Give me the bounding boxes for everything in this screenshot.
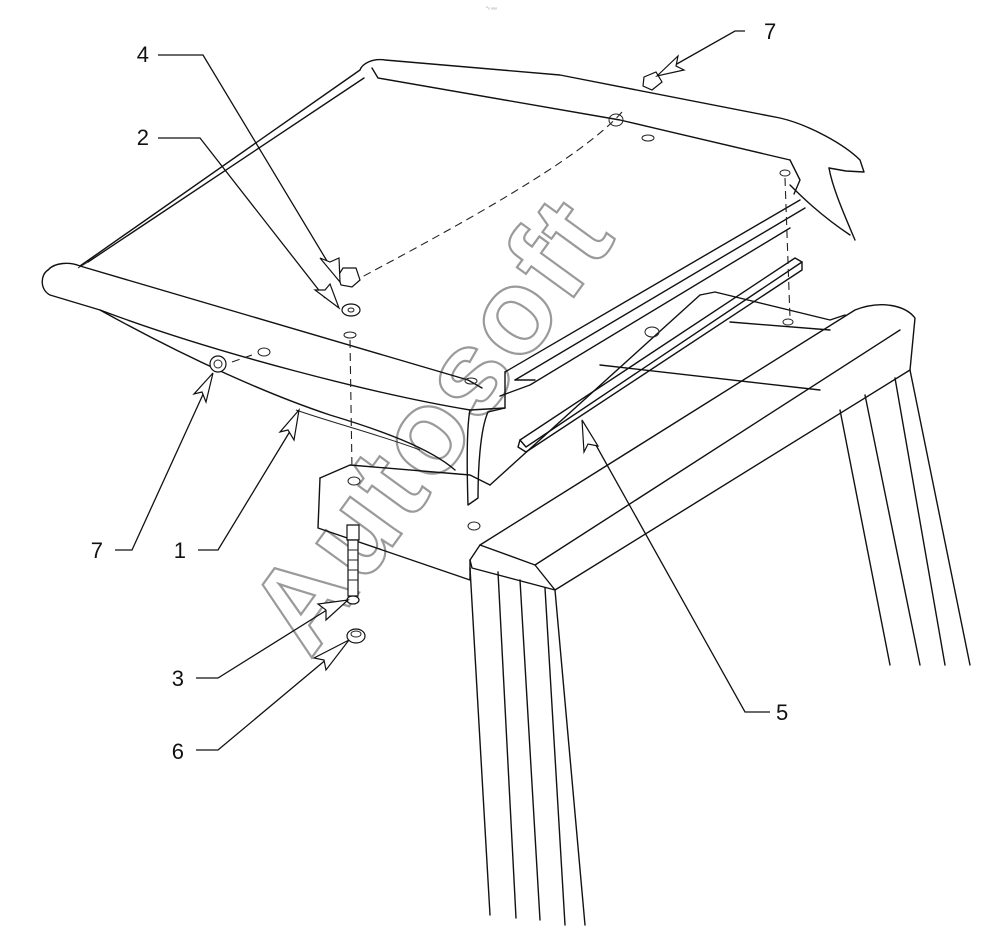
nut-part-4 [337, 267, 361, 288]
mounting-frame [317, 291, 971, 926]
washer-part-2 [341, 303, 361, 317]
callout-leaders [115, 30, 770, 751]
callout-3: 3 [172, 666, 184, 691]
top-mark: ⁿ₀ ₒₒₒ [486, 5, 497, 11]
callout-4: 4 [137, 42, 149, 67]
spoiler-wing [41, 58, 865, 506]
callout-6: 6 [172, 739, 184, 764]
bolt-part-3 [346, 524, 360, 541]
callout-7-left: 7 [91, 538, 103, 563]
callout-5: 5 [776, 700, 788, 725]
callout-2: 2 [137, 125, 149, 150]
callout-1: 1 [174, 538, 186, 563]
cap-part-7-left [209, 355, 227, 373]
callout-7-top: 7 [764, 19, 776, 44]
fastener-stack [209, 71, 791, 644]
